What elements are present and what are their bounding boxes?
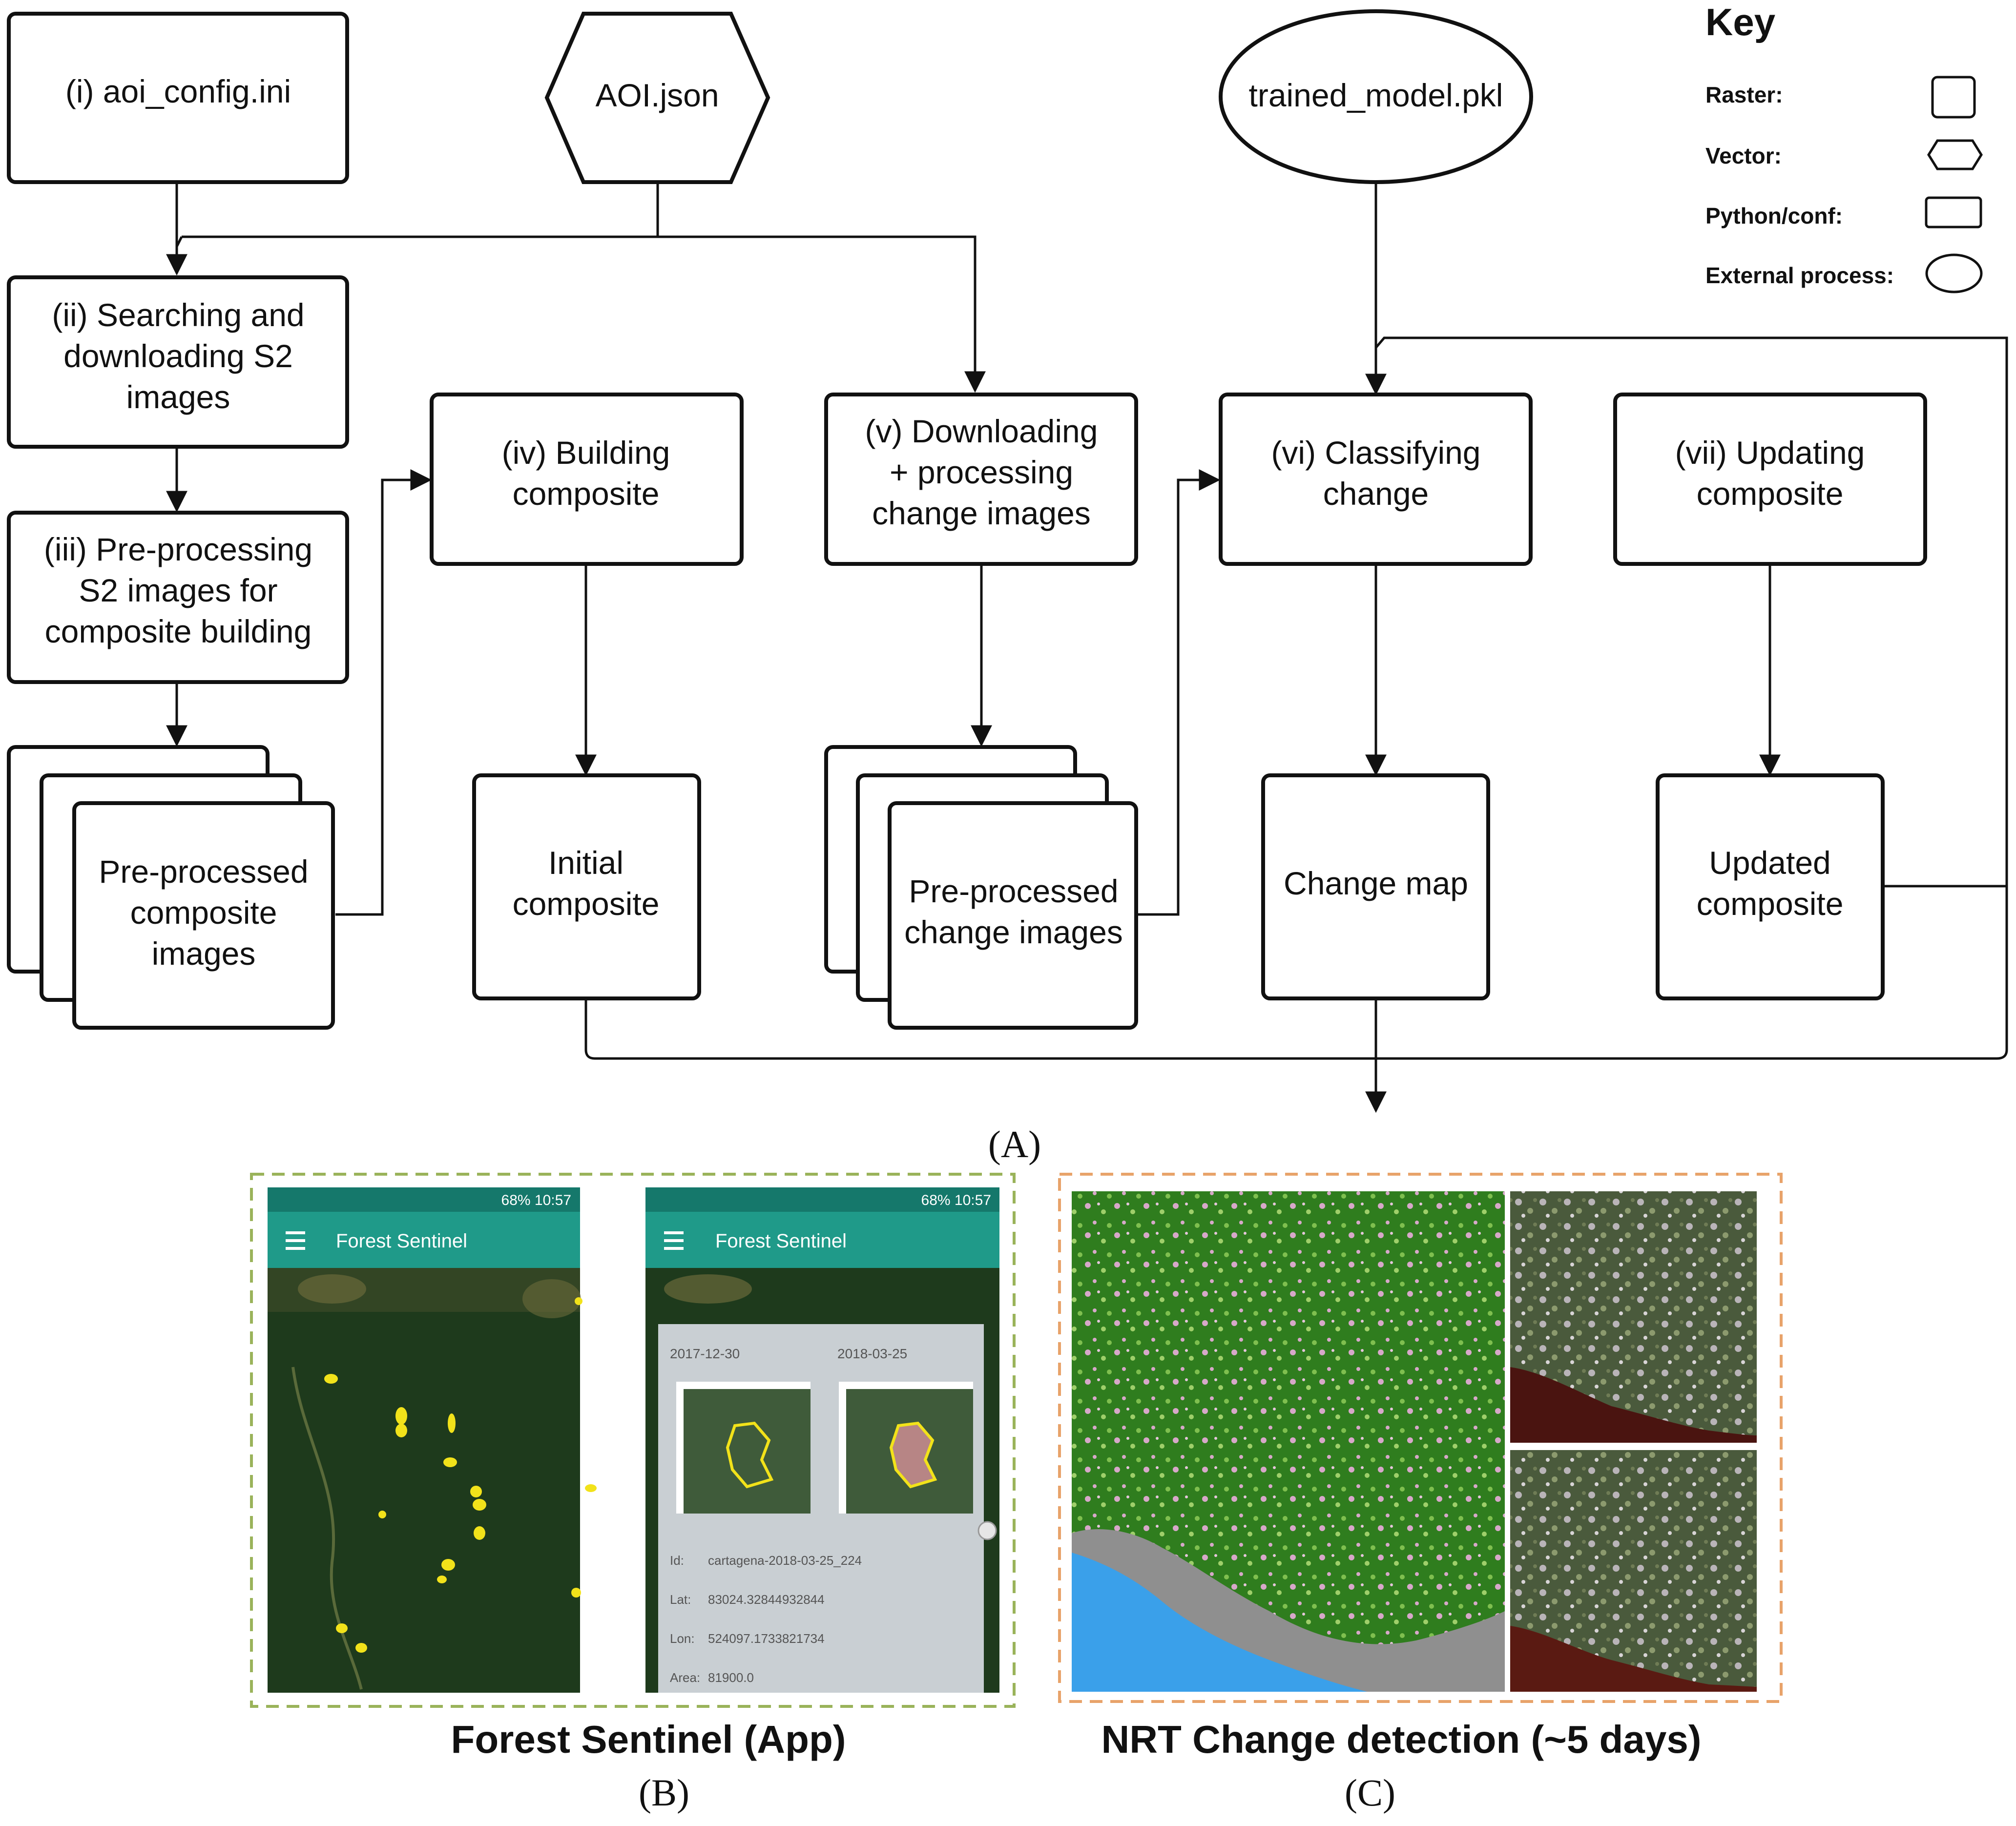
panel-b-subtitle: Forest Sentinel (App) <box>451 1718 846 1761</box>
aoi-config-label: (i) aoi_config.ini <box>65 73 291 109</box>
forest-map-1[interactable] <box>268 1268 580 1693</box>
satellite-image-before <box>1510 1191 1757 1443</box>
aoi-json-label: AOI.json <box>595 77 719 113</box>
step-classify-change: (vi) Classifying change <box>1219 393 1533 566</box>
step-vi-line1: (vi) Classifying <box>1271 435 1480 471</box>
aoi-config-node: (i) aoi_config.ini <box>7 12 349 184</box>
key-title: Key <box>1705 0 1775 43</box>
caption-a: (A) <box>988 1123 1041 1165</box>
area-value: 81900.0 <box>708 1670 754 1685</box>
step-v-line3: change images <box>872 495 1091 531</box>
key-raster-square-icon <box>1931 76 1976 119</box>
preproc-composite-line1: Pre-processed <box>99 853 308 890</box>
updated-composite-node: Updated composite <box>1656 773 1885 1000</box>
step-ii-line2: downloading S2 <box>63 338 293 374</box>
lat-label: Lat: <box>670 1592 691 1607</box>
panel-c-change-detection: NRT Change detection (~5 days) (C) <box>1058 1173 1783 1814</box>
app-title-2: Forest Sentinel <box>715 1230 847 1252</box>
key-legend: Key Raster: Vector: Python/conf: Externa… <box>1705 0 1983 293</box>
date-before: 2017-12-30 <box>670 1346 740 1361</box>
lat-value: 83024.32844932844 <box>708 1592 825 1607</box>
step-iv-line1: (iv) Building <box>502 435 670 471</box>
panel-b-border <box>250 1173 1016 1708</box>
step-iv-line2: composite <box>513 476 660 512</box>
step-iii-line2: S2 images for <box>79 572 277 608</box>
app-screen-1: 68% 10:57 Forest Sentinel <box>268 1187 597 1693</box>
step-update-composite: (vii) Updating composite <box>1613 393 1927 566</box>
area-label: Area: <box>670 1670 700 1685</box>
key-external-ellipse-icon <box>1925 253 1983 293</box>
preproc-change-line2: change images <box>904 914 1123 950</box>
key-external-label: External process: <box>1705 263 1894 288</box>
step-search-download: (ii) Searching and downloading S2 images <box>7 275 349 449</box>
step-vi-line2: change <box>1323 476 1429 512</box>
panel-b-app: 68% 10:57 Forest Sentinel <box>250 1173 1016 1814</box>
change-map-node: Change map <box>1261 773 1490 1000</box>
lon-label: Lon: <box>670 1631 695 1646</box>
preproc-composite-line3: images <box>152 935 256 972</box>
step-v-line2: + processing <box>890 454 1073 490</box>
updated-composite-line2: composite <box>1697 886 1844 922</box>
id-value: cartagena-2018-03-25_224 <box>708 1553 862 1568</box>
id-label: Id: <box>670 1553 684 1568</box>
status-text-2: 68% 10:57 <box>921 1192 991 1208</box>
alert-detail-card[interactable]: 2017-12-30 2018-03-25 Id: cartagena-2018… <box>658 1324 997 1693</box>
step-iii-line1: (iii) Pre-processing <box>44 531 312 567</box>
date-after: 2018-03-25 <box>837 1346 907 1361</box>
step-ii-line3: images <box>126 379 230 415</box>
caption-b: (B) <box>639 1771 689 1814</box>
status-text-1: 68% 10:57 <box>501 1192 571 1208</box>
change-map-label: Change map <box>1284 865 1468 901</box>
menu-icon-2[interactable] <box>664 1231 684 1250</box>
initial-composite-node: Initial composite <box>472 773 701 1000</box>
key-vector-hexagon-icon <box>1927 139 1983 170</box>
step-v-line1: (v) Downloading <box>865 413 1098 449</box>
panel-c-border <box>1058 1173 1783 1703</box>
status-bar-1 <box>268 1187 580 1212</box>
step-download-change: (v) Downloading + processing change imag… <box>824 393 1138 566</box>
step-vii-line1: (vii) Updating <box>1675 435 1865 471</box>
app-bar-1 <box>268 1212 580 1268</box>
menu-icon[interactable] <box>286 1231 305 1250</box>
aoi-json-node: AOI.json <box>544 12 770 184</box>
scroll-handle-icon[interactable] <box>977 1521 997 1540</box>
step-ii-line1: (ii) Searching and <box>52 297 304 333</box>
preproc-composite-line2: composite <box>130 894 277 931</box>
preprocessed-composite-stack: Pre-processed composite images <box>7 745 335 1030</box>
trained-model-label: trained_model.pkl <box>1249 77 1503 113</box>
step-build-composite: (iv) Building composite <box>430 393 744 566</box>
workflow-diagram: (i) aoi_config.ini AOI.json trained_mode… <box>7 0 2008 1165</box>
trained-model-node: trained_model.pkl <box>1219 9 1533 184</box>
initial-composite-line2: composite <box>513 886 660 922</box>
key-vector-label: Vector: <box>1705 143 1782 168</box>
alert-markers-1 <box>324 1297 597 1653</box>
before-thumbnail[interactable] <box>684 1389 811 1514</box>
lon-value: 524097.1733821734 <box>708 1631 825 1646</box>
step-vii-line2: composite <box>1697 476 1844 512</box>
key-python-label: Python/conf: <box>1705 203 1843 228</box>
key-raster-label: Raster: <box>1705 82 1783 107</box>
connectors <box>166 183 2008 1113</box>
app-title-1: Forest Sentinel <box>336 1230 467 1252</box>
key-python-rect-icon <box>1925 196 1982 228</box>
change-detection-map <box>1072 1191 1505 1692</box>
step-preprocess: (iii) Pre-processing S2 images for compo… <box>7 511 349 684</box>
updated-composite-line1: Updated <box>1709 845 1831 881</box>
app-screen-2: 68% 10:57 Forest Sentinel 2017-12-30 201… <box>645 1187 999 1693</box>
step-iii-line3: composite building <box>45 613 312 649</box>
app-bar-2 <box>645 1212 999 1268</box>
preproc-change-line1: Pre-processed <box>909 873 1118 909</box>
status-bar-2 <box>645 1187 999 1212</box>
satellite-image-after <box>1510 1450 1757 1692</box>
caption-c: (C) <box>1345 1771 1395 1814</box>
panel-c-subtitle: NRT Change detection (~5 days) <box>1101 1718 1701 1761</box>
initial-composite-line1: Initial <box>548 845 624 881</box>
preprocessed-change-stack: Pre-processed change images <box>824 745 1138 1030</box>
